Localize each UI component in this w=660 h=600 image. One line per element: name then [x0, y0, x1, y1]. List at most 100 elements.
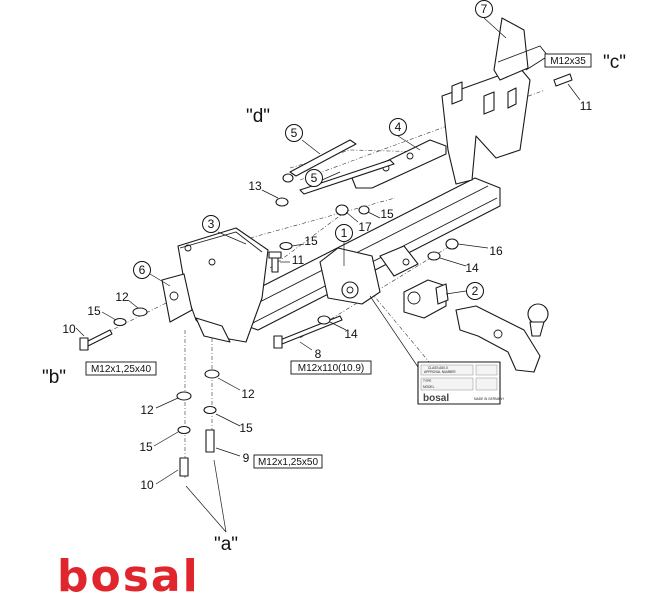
- callout-number: 4: [395, 120, 402, 134]
- callout-circle: [285, 124, 303, 142]
- callout-number: 14: [465, 261, 479, 275]
- plate-line-2: APPROVAL NUMBER: [424, 370, 456, 374]
- callout-14: 14: [465, 261, 479, 275]
- plate-line-3: TYPE: [423, 379, 431, 383]
- spec-label: M12x110(10.9): [290, 360, 372, 375]
- electric-socket: [403, 279, 449, 319]
- callout-8: 8: [315, 347, 322, 361]
- leader-lines: [75, 17, 581, 533]
- detail-marker: "d": [246, 106, 270, 127]
- callout-number: 5: [291, 126, 298, 140]
- callout-number: 15: [87, 304, 101, 318]
- plate-line-1: CLASS A50-X: [428, 366, 449, 370]
- callout-number: 12: [140, 403, 154, 417]
- callout-11: 11: [292, 253, 305, 267]
- left-bracket: [177, 227, 269, 343]
- callout-number: 2: [472, 284, 479, 298]
- callout-16: 16: [489, 244, 503, 258]
- identification-plate: CLASS A50-X APPROVAL NUMBER TYPE MODEL b…: [417, 361, 505, 405]
- callout-number: 15: [139, 440, 153, 454]
- callout-15: 15: [304, 234, 318, 248]
- callout-number: 10: [62, 322, 76, 336]
- callout-number: 7: [481, 2, 488, 16]
- callout-12: 12: [115, 290, 129, 304]
- callout-circle: [305, 169, 323, 187]
- callout-number: 13: [248, 179, 262, 193]
- detail-marker: "c": [603, 52, 626, 73]
- callout-circle: [466, 282, 484, 300]
- spec-label: M12x35: [544, 53, 592, 68]
- tow-ball: [455, 303, 549, 373]
- spec-text: M12x1,25x50: [258, 457, 318, 468]
- callout-number: 12: [241, 387, 255, 401]
- callout-10: 10: [140, 478, 154, 492]
- callout-number: 15: [239, 421, 253, 435]
- callout-15: 15: [380, 207, 394, 221]
- callout-9: 9: [243, 451, 250, 465]
- plate-brand: bosal: [423, 393, 449, 404]
- spec-box: [544, 53, 592, 68]
- detail-marker: "b": [42, 367, 66, 388]
- callout-1: 1: [335, 224, 353, 242]
- flat-straps: [289, 139, 395, 195]
- plate-line-4: MODEL: [423, 385, 435, 389]
- quote-layer: "a" "b" "c" "d": [42, 52, 626, 555]
- spec-text: M12x1,25x40: [91, 364, 151, 375]
- callout-14: 14: [344, 327, 358, 341]
- callout-11: 11: [580, 99, 593, 113]
- right-bracket: [441, 17, 549, 185]
- cross-tube: [234, 177, 501, 331]
- callout-layer: 1234556789101011111212121314141515151515…: [62, 0, 593, 492]
- callout-circle: [335, 224, 353, 242]
- callout-number: 1: [341, 226, 348, 240]
- spec-text: M12x110(10.9): [298, 363, 365, 374]
- callout-10: 10: [62, 322, 76, 336]
- callout-2: 2: [466, 282, 484, 300]
- callout-number: 10: [140, 478, 154, 492]
- washers-and-nuts: [113, 173, 459, 435]
- callout-15: 15: [239, 421, 253, 435]
- callout-5: 5: [305, 169, 323, 187]
- bosal-logo-text: bosal: [57, 551, 200, 600]
- callout-number: 14: [344, 327, 358, 341]
- spec-box: [253, 454, 323, 469]
- callout-12: 12: [140, 403, 154, 417]
- callout-circle: [475, 0, 493, 18]
- callout-number: 11: [580, 99, 593, 113]
- callout-15: 15: [87, 304, 101, 318]
- callout-number: 11: [292, 253, 305, 267]
- callout-number: 16: [489, 244, 503, 258]
- spec-text: M12x35: [550, 56, 586, 67]
- callout-6: 6: [133, 261, 151, 279]
- callout-circle: [389, 118, 407, 136]
- callout-number: 3: [208, 217, 215, 231]
- callout-17: 17: [358, 220, 372, 234]
- callout-15: 15: [139, 440, 153, 454]
- callout-number: 6: [139, 263, 146, 277]
- detail-marker: "a": [214, 534, 238, 555]
- spec-label: M12x1,25x50: [253, 454, 323, 469]
- callout-number: 15: [380, 207, 394, 221]
- callout-number: 5: [311, 171, 318, 185]
- callout-circle: [202, 215, 220, 233]
- bosal-logo: bosal: [57, 551, 200, 600]
- callout-number: 8: [315, 347, 322, 361]
- callout-circle: [133, 261, 151, 279]
- callout-4: 4: [389, 118, 407, 136]
- callout-3: 3: [202, 215, 220, 233]
- callout-number: 15: [304, 234, 318, 248]
- spec-label: M12x1,25x40: [85, 361, 157, 376]
- callout-number: 17: [358, 220, 372, 234]
- spec-box: [290, 360, 372, 375]
- callout-13: 13: [248, 179, 262, 193]
- spec-box: [85, 361, 157, 376]
- callout-number: 9: [243, 451, 250, 465]
- callout-5: 5: [285, 124, 303, 142]
- callout-7: 7: [475, 0, 493, 18]
- callout-12: 12: [241, 387, 255, 401]
- plate-line-6: MADE IN GERMANY: [474, 397, 505, 401]
- callout-number: 12: [115, 290, 129, 304]
- strap-bar: [351, 139, 447, 189]
